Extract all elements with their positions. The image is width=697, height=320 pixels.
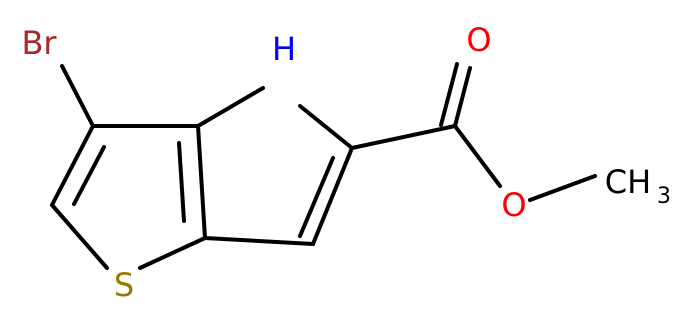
bond-c6-c7a	[203, 236, 315, 246]
bond-carbonyl-o-inner	[439, 62, 459, 127]
bond-c3-c2	[50, 124, 95, 207]
bromine-label: Br	[21, 24, 57, 62]
bond-c3a-n	[196, 86, 265, 128]
bond-c5-c6-inner	[298, 156, 335, 238]
atom-labels: Br H S O O CH 3	[21, 21, 671, 304]
bond-ester-o-methyl	[528, 174, 597, 202]
bond-group	[50, 62, 597, 270]
bond-c2-s	[50, 203, 109, 270]
bond-c7a-c3a-inner	[177, 141, 186, 223]
sulfur-label: S	[114, 266, 134, 304]
bond-c3-c2-inner	[72, 145, 106, 206]
bond-br-c3	[60, 64, 95, 128]
methyl-subscript: 3	[657, 184, 671, 209]
bond-c5-c6	[311, 146, 354, 246]
methyl-label: CH	[605, 163, 651, 201]
ester-oxygen-label: O	[501, 186, 526, 224]
bond-c5-carbonyl	[350, 124, 457, 150]
bond-c7a-c3a	[196, 124, 207, 240]
bond-n-c5	[298, 104, 354, 150]
bond-carbonyl-o	[453, 66, 472, 128]
carbonyl-oxygen-label: O	[466, 21, 491, 59]
nh-label: H	[272, 30, 296, 68]
bond-s-c7a	[138, 236, 207, 270]
bond-carbonyl-ester-o	[453, 124, 502, 188]
